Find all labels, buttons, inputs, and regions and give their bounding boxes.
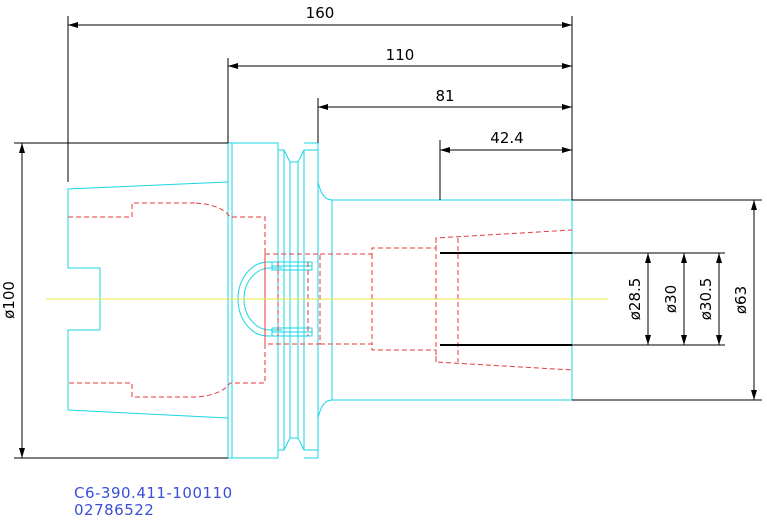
dim-dia-30-label: ø30 [662, 285, 680, 313]
bore-lines [440, 252, 572, 346]
part-number: C6-390.411-100110 [74, 484, 233, 502]
dim-dia-30-5-label: ø30.5 [697, 278, 715, 321]
part-outline [67, 142, 573, 459]
dim-42-4-label: 42.4 [490, 129, 523, 147]
dim-dia-100-label: ø100 [0, 281, 18, 319]
dimension-lines [14, 16, 762, 459]
part-code: 02786522 [74, 501, 154, 519]
dim-110-label: 110 [386, 46, 415, 64]
dim-160-label: 160 [306, 4, 335, 22]
dim-dia-28-5-label: ø28.5 [626, 278, 644, 321]
dim-81-label: 81 [435, 87, 454, 105]
dim-dia-63-label: ø63 [732, 286, 750, 314]
hidden-lines [68, 202, 573, 398]
